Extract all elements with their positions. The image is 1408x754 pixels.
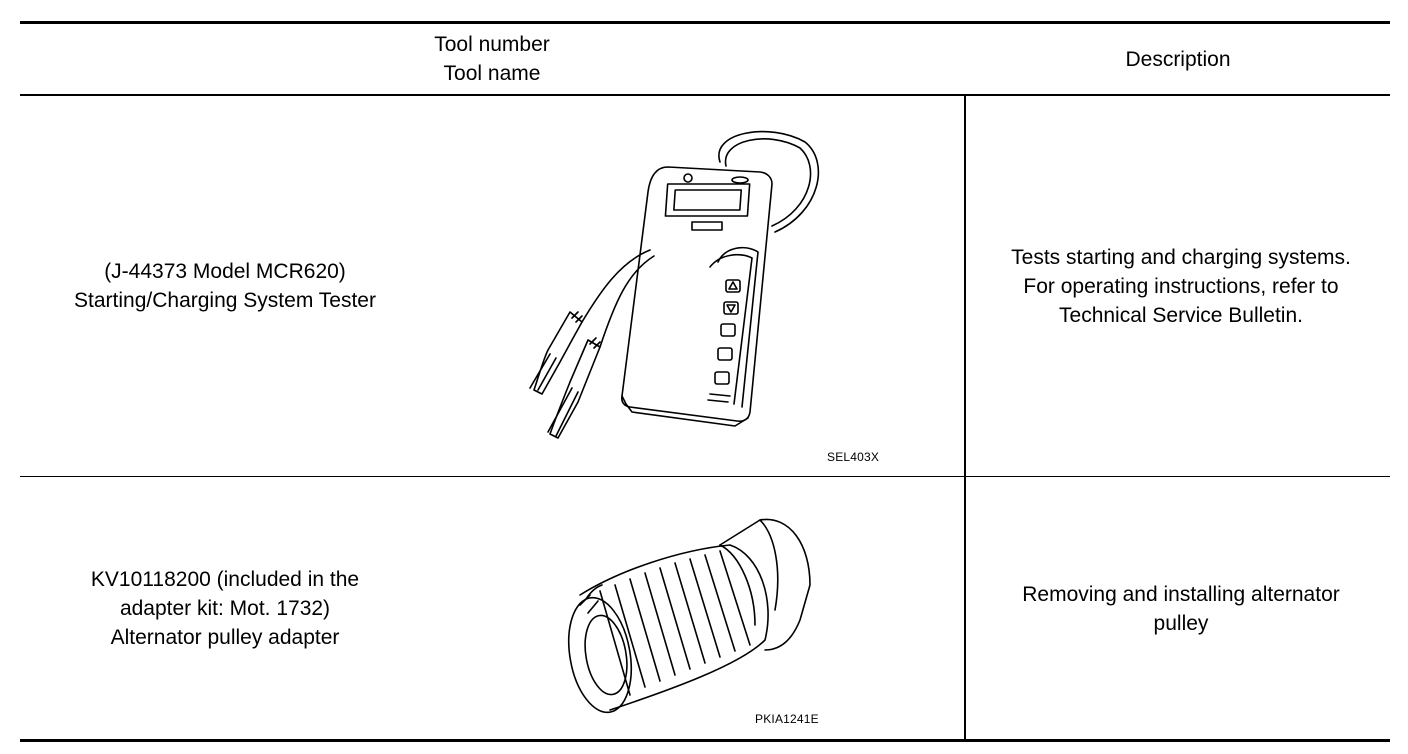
header-description: Description — [1125, 47, 1231, 71]
row-divider — [20, 476, 1390, 477]
table-top-rule — [20, 21, 1390, 24]
row2-description-cell: Removing and installing alternator pulle… — [966, 478, 1396, 739]
table-bottom-rule — [20, 739, 1390, 742]
row2-description-line: pulley — [1153, 611, 1209, 635]
row1-tool-line: Starting/Charging System Tester — [74, 289, 376, 312]
column-divider — [964, 96, 966, 740]
header-tool-name: Tool name — [443, 62, 541, 85]
row2-tool-line: adapter kit: Mot. 1732) — [119, 597, 331, 620]
row1-figure-code: SEL403X — [827, 450, 880, 464]
row1-tool-line: (J-44373 Model MCR620) — [104, 260, 346, 283]
row2-tool-cell: KV10118200 (included in the adapter kit:… — [20, 478, 430, 739]
row2-tool-line: KV10118200 (included in the — [90, 568, 360, 591]
header-tool-cell: Tool number Tool name — [20, 24, 964, 94]
row1-description-line: Tests starting and charging systems. — [1011, 245, 1351, 269]
row2-figure-code: PKIA1241E — [755, 712, 819, 726]
row1-description-line: For operating instructions, refer to — [1023, 274, 1339, 298]
header-bottom-rule — [20, 94, 1390, 96]
row1-description-line: Technical Service Bulletin. — [1059, 303, 1303, 327]
pulley-adapter-illustration — [567, 518, 811, 714]
row1-tool-cell: (J-44373 Model MCR620) Starting/Charging… — [20, 96, 430, 476]
header-tool-number: Tool number — [434, 33, 550, 56]
row1-description-cell: Tests starting and charging systems. For… — [966, 96, 1396, 476]
battery-tester-illustration — [529, 130, 820, 439]
row2-description-line: Removing and installing alternator — [1022, 582, 1340, 606]
row2-tool-line: Alternator pulley adapter — [110, 626, 340, 649]
header-description-cell: Description — [966, 24, 1390, 94]
